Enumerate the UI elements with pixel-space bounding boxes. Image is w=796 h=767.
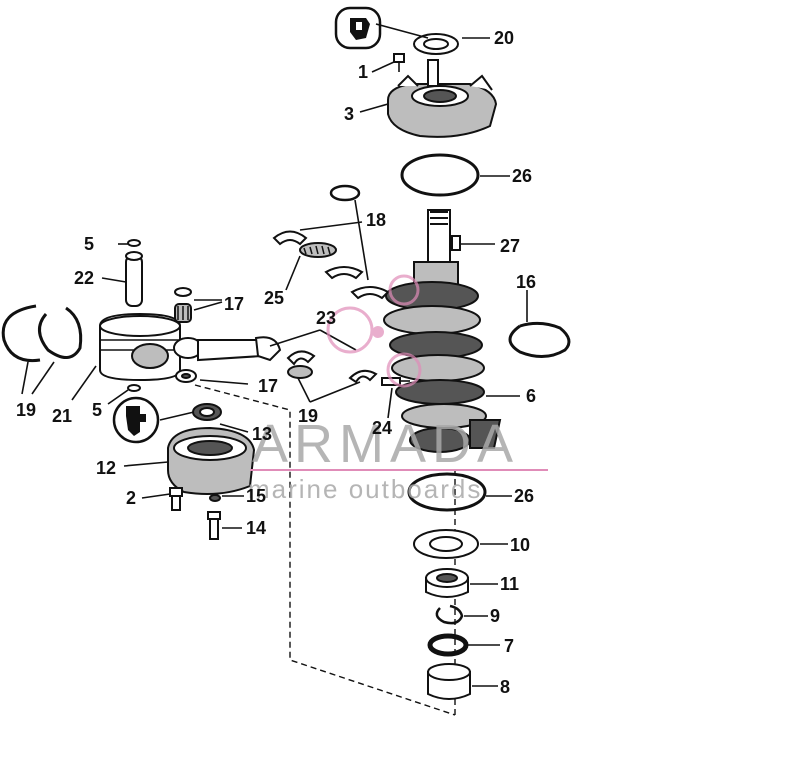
piston-pin-22: [125, 251, 143, 307]
callout-14: 14: [246, 518, 266, 538]
piston-21: [99, 312, 181, 382]
callout-6: 6: [526, 386, 536, 406]
ball-bearing-11: [425, 568, 469, 598]
screw-1: [393, 53, 405, 72]
callout-11: 11: [500, 574, 519, 594]
needle-bearing-cage: [299, 242, 337, 258]
ring-18: [329, 184, 361, 202]
seal-13: [192, 403, 222, 421]
o-ring-26-top: [400, 153, 480, 197]
retaining-ring-16: [508, 321, 571, 358]
sealant-icon-left: [112, 396, 160, 444]
washer-10: [413, 529, 479, 559]
callout-16: 16: [516, 272, 536, 292]
piston-rings-20: [1, 304, 83, 363]
callout-labels: 20 1 3 26 18 27 5 22 16 17 25 23 17 6 19…: [16, 28, 536, 697]
washer-15: [209, 494, 221, 502]
bearing-half-25: [272, 230, 390, 300]
o-ring-26-bottom: [407, 472, 487, 512]
callout-19: 19: [298, 406, 318, 426]
callout-2: 2: [126, 488, 136, 508]
watermark-flower-icon: [326, 274, 422, 388]
retaining-ring-9: [435, 604, 464, 625]
callout-22: 22: [74, 268, 94, 288]
callout-25: 25: [264, 288, 284, 308]
callout-15: 15: [246, 486, 266, 506]
callout-13: 13: [252, 424, 272, 444]
sleeve-8: [427, 663, 471, 700]
callout-17-bottom: 17: [258, 376, 278, 396]
connecting-rod: [173, 336, 282, 362]
callout-1: 1: [358, 62, 368, 82]
callout-8: 8: [500, 677, 510, 697]
washer-17-bottom: [175, 369, 197, 383]
seal-ring-4: [413, 33, 459, 55]
callout-5-top: 5: [84, 234, 94, 254]
callout-21: 21: [52, 406, 72, 426]
callout-4: 20: [494, 28, 514, 48]
callout-27: 27: [500, 236, 520, 256]
sealant-icon-top: [334, 6, 382, 50]
watermark-tagline: marine outboards: [248, 474, 482, 504]
seal-7: [427, 633, 469, 657]
screw-2: [169, 487, 183, 511]
callout-9: 9: [490, 606, 500, 626]
callout-5-bottom: 5: [92, 400, 102, 420]
callout-10: 10: [510, 535, 530, 555]
callout-17-top: 17: [224, 294, 244, 314]
pin-clip-5-top: [127, 239, 141, 247]
callout-26-bottom: 26: [514, 486, 534, 506]
callout-3: 3: [344, 104, 354, 124]
lower-bearing-housing-12: [167, 426, 256, 495]
bearing-half-19: [286, 350, 378, 384]
pin-clip-5-bottom: [127, 384, 141, 392]
screw-14: [207, 511, 221, 540]
callout-20: 19: [16, 400, 36, 420]
callout-12: 12: [96, 458, 116, 478]
leader-lines: [21, 23, 528, 687]
callout-23: 23: [316, 308, 336, 328]
callout-7: 7: [504, 636, 514, 656]
upper-bearing-housing-3: [387, 59, 498, 138]
callout-18: 18: [366, 210, 386, 230]
bearing-17-top: [174, 287, 192, 323]
callout-24: 24: [372, 418, 392, 438]
callout-26-top: 26: [512, 166, 532, 186]
watermark: ARMADA marine outboards: [248, 274, 548, 504]
watermark-brand: ARMADA: [252, 414, 519, 474]
